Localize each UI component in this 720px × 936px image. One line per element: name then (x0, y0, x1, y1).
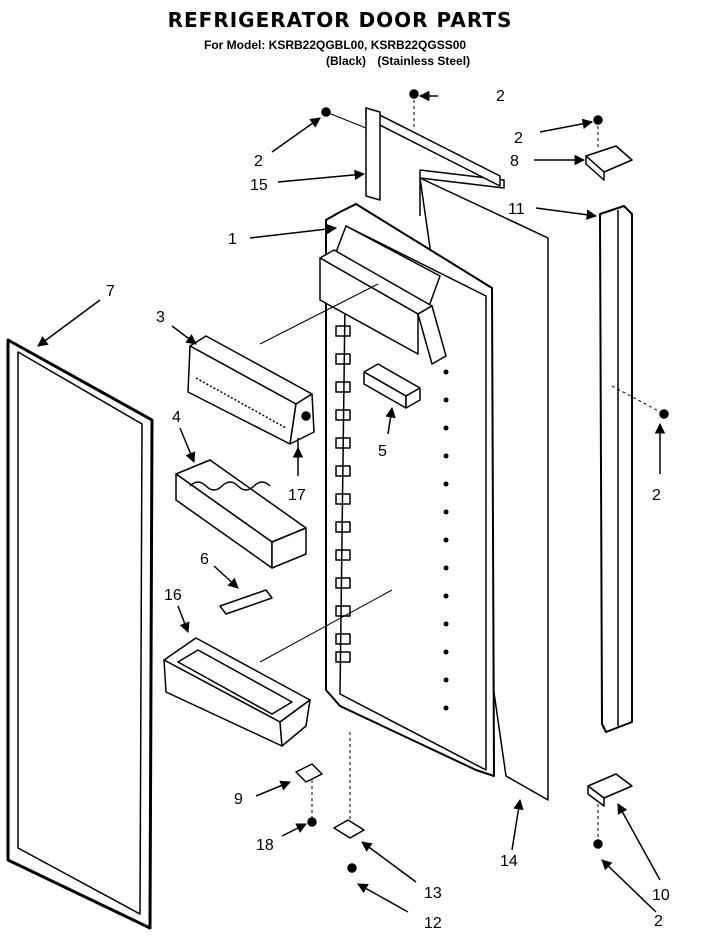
door-handle (599, 205, 633, 733)
callout-3: 3 (156, 309, 165, 326)
egg-tray (175, 459, 307, 569)
callout-18: 18 (256, 837, 274, 854)
callout-2-top: 2 (496, 88, 505, 105)
callout-labels: 2 2 2 2 2 15 8 11 1 7 3 5 4 17 6 16 9 18… (106, 88, 670, 932)
callout-8: 8 (510, 153, 519, 170)
callout-10: 10 (652, 887, 670, 904)
leader-lines (259, 94, 665, 840)
callout-15: 15 (250, 177, 268, 194)
callout-13: 13 (424, 885, 442, 902)
callout-4: 4 (172, 409, 181, 426)
bin-clip (219, 589, 273, 615)
variant-line: (Black) (Stainless Steel) (326, 54, 478, 68)
callout-16: 16 (164, 587, 182, 604)
callout-2-handle: 2 (652, 487, 661, 504)
small-bin (363, 363, 421, 409)
variant-stainless: (Stainless Steel) (377, 54, 471, 68)
callout-9: 9 (234, 791, 243, 808)
callout-14: 14 (500, 853, 518, 870)
callout-2-bottom: 2 (654, 913, 663, 930)
door-stop (295, 763, 323, 783)
callout-17: 17 (288, 487, 306, 504)
callout-5: 5 (378, 443, 387, 460)
callout-6: 6 (200, 551, 209, 568)
callout-2-hinge: 2 (514, 130, 523, 147)
dairy-compartment (187, 335, 315, 445)
door-liner (319, 203, 495, 777)
door-bracket (333, 819, 365, 839)
callout-12: 12 (424, 915, 442, 932)
model-line: For Model: KSRB22QGBL00, KSRB22QGSS00 (204, 38, 467, 52)
callout-7: 7 (106, 283, 115, 300)
callout-arrows (37, 90, 666, 913)
top-hinge (585, 145, 633, 181)
door-gasket (6, 338, 154, 930)
bottom-hinge (587, 773, 633, 807)
callout-11: 11 (508, 201, 525, 218)
diagram-title: REFRIGERATOR DOOR PARTS (167, 8, 513, 32)
callout-2-left: 2 (254, 153, 263, 170)
variant-black: (Black) (326, 54, 367, 68)
callout-1: 1 (228, 231, 237, 248)
door-shelf-bin (163, 637, 311, 747)
top-door-trim (365, 107, 501, 201)
